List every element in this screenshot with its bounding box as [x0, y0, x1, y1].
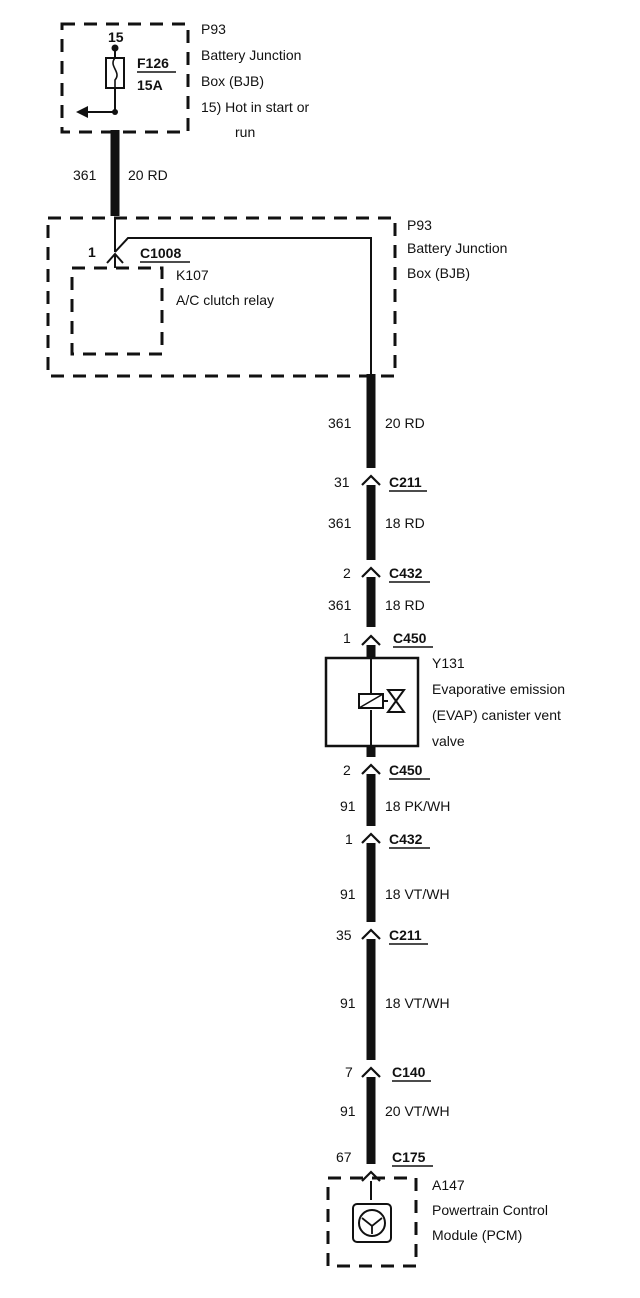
wire-spec-6: 18 VT/WH: [385, 995, 450, 1011]
valve-name-2: (EVAP) canister vent: [432, 707, 561, 723]
connector-pin-5: 35: [336, 927, 352, 943]
pcm-ref: A147: [432, 1177, 465, 1193]
connector-pin-2: 1: [343, 630, 351, 646]
pcm-name-2: Module (PCM): [432, 1227, 522, 1243]
connector-id-5: C211: [389, 927, 422, 943]
relay-box-name-2: Box (BJB): [407, 265, 470, 281]
wire-circuit-3: 361: [328, 597, 352, 613]
connector-pin-6: 7: [345, 1064, 353, 1080]
relay-box-ref: P93: [407, 217, 432, 233]
arrow-left-icon: [76, 106, 88, 118]
connector-id-0: C211: [389, 474, 422, 490]
valve-ref: Y131: [432, 655, 465, 671]
fuse-box-ref: P93: [201, 21, 226, 37]
wire-circuit-0: 361: [73, 167, 97, 183]
relay-k107-outline: [70, 266, 164, 356]
fuse-box-outline: [60, 22, 190, 134]
connector-id-7: C175: [392, 1149, 426, 1165]
wire-circuit-2: 361: [328, 515, 352, 531]
relay-box-name-1: Battery Junction: [407, 240, 507, 256]
connector-chevron-icon: [361, 763, 381, 775]
wire-circuit-5: 91: [340, 886, 356, 902]
connector-chevron-icon: [361, 928, 381, 940]
connector-id-1: C432: [389, 565, 423, 581]
valve-name-1: Evaporative emission: [432, 681, 565, 697]
wire-spec-5: 18 VT/WH: [385, 886, 450, 902]
connector-pin-0: 31: [334, 474, 350, 490]
connector-pin-7: 67: [336, 1149, 352, 1165]
fuse-box-name-2: Box (BJB): [201, 73, 264, 89]
wire-circuit-1: 361: [328, 415, 352, 431]
connector-id-3: C450: [389, 762, 423, 778]
connector-pin-3: 2: [343, 762, 351, 778]
relay-name: A/C clutch relay: [176, 292, 274, 308]
pcm-box-outline: [326, 1176, 418, 1268]
relay-ref: K107: [176, 267, 209, 283]
wire-spec-7: 20 VT/WH: [385, 1103, 450, 1119]
wire-spec-0: 20 RD: [128, 167, 168, 183]
wire-spec-3: 18 RD: [385, 597, 425, 613]
valve-icon: [386, 689, 406, 713]
connector-chevron-icon: [361, 1066, 381, 1078]
connector-pin-4: 1: [345, 831, 353, 847]
wire-spec-4: 18 PK/WH: [385, 798, 450, 814]
pcm-module-icon: [352, 1203, 392, 1243]
fuse-box-note-1: 15) Hot in start or: [201, 99, 309, 115]
relay-connector: C1008: [140, 245, 181, 261]
pcm-name-1: Powertrain Control: [432, 1202, 548, 1218]
fuse-id: F126: [137, 55, 169, 71]
connector-id-6: C140: [392, 1064, 426, 1080]
connector-chevron-icon: [361, 474, 381, 486]
wire-spec-2: 18 RD: [385, 515, 425, 531]
wire-spec-1: 20 RD: [385, 415, 425, 431]
connector-chevron-icon: [361, 566, 381, 578]
fuse-rating: 15A: [137, 77, 163, 93]
connector-id-2: C450: [393, 630, 427, 646]
wire-circuit-6: 91: [340, 995, 356, 1011]
relay-internal-wire: [114, 237, 372, 376]
connector-pin-1: 2: [343, 565, 351, 581]
relay-box-outline: [46, 216, 397, 378]
fuse-box-note-2: run: [235, 124, 255, 140]
valve-name-3: valve: [432, 733, 465, 749]
relay-pin: 1: [88, 244, 96, 260]
wire-circuit-7: 91: [340, 1103, 356, 1119]
wire-circuit-4: 91: [340, 798, 356, 814]
connector-id-4: C432: [389, 831, 423, 847]
fuse-pin-label: 15: [108, 29, 124, 45]
connector-chevron-icon: [361, 634, 381, 646]
connector-chevron-icon: [361, 832, 381, 844]
fuse-box-name-1: Battery Junction: [201, 47, 301, 63]
